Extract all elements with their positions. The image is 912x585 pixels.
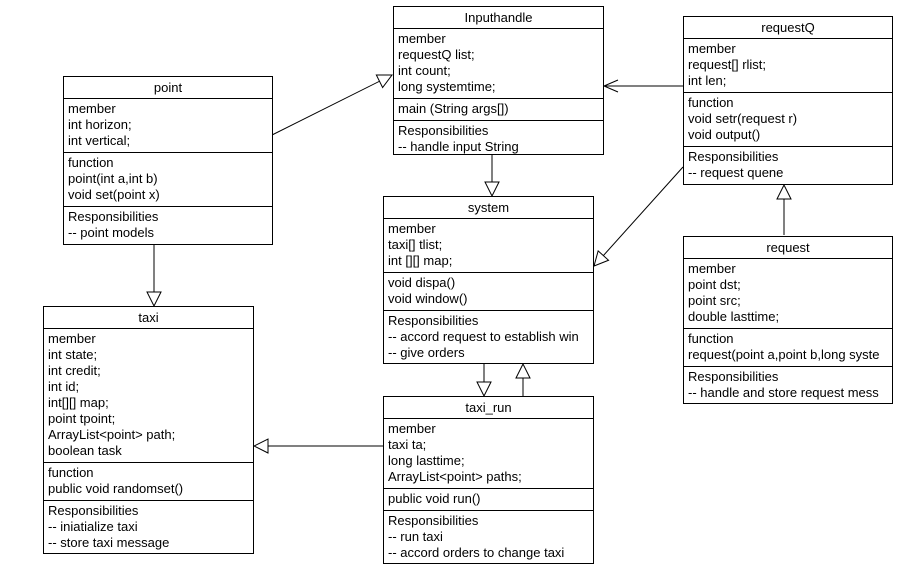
member-line: point dst; — [688, 277, 741, 292]
class-taxi[interactable]: taxi member int state; int credit; int i… — [43, 306, 254, 554]
member-line: point src; — [688, 293, 741, 308]
responsibility-line: -- accord request to establish win — [388, 329, 579, 344]
class-system[interactable]: system member taxi[] tlist; int [][] map… — [383, 196, 594, 364]
members-section: member int horizon; int vertical; — [64, 99, 272, 153]
responsibility-line: Responsibilities — [68, 209, 159, 224]
functions-section: main (String args[]) — [394, 99, 603, 121]
members-section: member int state; int credit; int id; in… — [44, 329, 253, 463]
class-point[interactable]: point member int horizon; int vertical; … — [63, 76, 273, 245]
functions-section: function void setr(request r) void outpu… — [684, 93, 892, 147]
member-line: requestQ list; — [398, 47, 475, 62]
responsibility-line: -- store taxi message — [48, 535, 170, 550]
responsibility-line: Responsibilities — [398, 123, 489, 138]
functions-section: public void run() — [384, 489, 593, 511]
members-section: member requestQ list; int count; long sy… — [394, 29, 603, 99]
responsibility-line: Responsibilities — [388, 313, 479, 328]
members-section: member taxi[] tlist; int [][] map; — [384, 219, 593, 273]
member-line: member — [688, 41, 736, 56]
class-inputhandle[interactable]: Inputhandle member requestQ list; int co… — [393, 6, 604, 155]
members-section: member request[] rlist; int len; — [684, 39, 892, 93]
member-line: int id; — [48, 379, 80, 394]
responsibility-line: Responsibilities — [688, 369, 779, 384]
function-line: point(int a,int b) — [68, 171, 158, 186]
requestq-to-system — [594, 166, 684, 266]
member-line: int[][] map; — [48, 395, 109, 410]
responsibility-line: -- point models — [68, 225, 154, 240]
responsibilities-section: Responsibilities -- point models — [64, 207, 272, 244]
class-title: taxi_run — [384, 397, 593, 419]
function-line: void set(point x) — [68, 187, 160, 202]
functions-section: void dispa() void window() — [384, 273, 593, 311]
class-request[interactable]: request member point dst; point src; dou… — [683, 236, 893, 404]
function-line: main (String args[]) — [398, 101, 509, 116]
responsibility-line: Responsibilities — [388, 513, 479, 528]
member-line: int len; — [688, 73, 727, 88]
responsibility-line: -- handle and store request mess — [688, 385, 879, 400]
function-line: public void randomset() — [48, 481, 184, 496]
point-to-inputhandle — [271, 75, 392, 136]
class-title: requestQ — [684, 17, 892, 39]
function-line: function — [688, 95, 734, 110]
responsibilities-section: Responsibilities -- run taxi -- accord o… — [384, 511, 593, 563]
functions-section: function request(point a,point b,long sy… — [684, 329, 892, 367]
responsibility-line: -- accord orders to change taxi — [388, 545, 565, 560]
member-line: member — [688, 261, 736, 276]
member-line: boolean task — [48, 443, 122, 458]
member-line: int vertical; — [68, 133, 131, 148]
function-line: void output() — [688, 127, 761, 142]
member-line: member — [68, 101, 116, 116]
responsibilities-section: Responsibilities -- request quene — [684, 147, 892, 184]
member-line: double lasttime; — [688, 309, 780, 324]
member-line: point tpoint; — [48, 411, 116, 426]
responsibilities-section: Responsibilities -- handle and store req… — [684, 367, 892, 403]
member-line: member — [398, 31, 446, 46]
member-line: int horizon; — [68, 117, 132, 132]
member-line: taxi ta; — [388, 437, 427, 452]
member-line: ArrayList<point> path; — [48, 427, 176, 442]
responsibilities-section: Responsibilities -- iniatialize taxi -- … — [44, 501, 253, 553]
function-line: function — [48, 465, 94, 480]
function-line: request(point a,point b,long syste — [688, 347, 880, 362]
function-line: function — [68, 155, 114, 170]
member-line: member — [388, 421, 436, 436]
class-taxi-run[interactable]: taxi_run member taxi ta; long lasttime; … — [383, 396, 594, 564]
responsibility-line: -- iniatialize taxi — [48, 519, 138, 534]
function-line: void setr(request r) — [688, 111, 798, 126]
responsibility-line: -- give orders — [388, 345, 465, 360]
member-line: member — [388, 221, 436, 236]
responsibility-line: Responsibilities — [48, 503, 139, 518]
responsibilities-section: Responsibilities -- handle input String — [394, 121, 603, 154]
class-requestq[interactable]: requestQ member request[] rlist; int len… — [683, 16, 893, 185]
functions-section: function point(int a,int b) void set(poi… — [64, 153, 272, 207]
member-line: long systemtime; — [398, 79, 496, 94]
members-section: member taxi ta; long lasttime; ArrayList… — [384, 419, 593, 489]
member-line: long lasttime; — [388, 453, 465, 468]
class-title: Inputhandle — [394, 7, 603, 29]
responsibility-line: Responsibilities — [688, 149, 779, 164]
member-line: int state; — [48, 347, 98, 362]
responsibilities-section: Responsibilities -- accord request to es… — [384, 311, 593, 363]
functions-section: function public void randomset() — [44, 463, 253, 501]
function-line: function — [688, 331, 734, 346]
member-line: request[] rlist; — [688, 57, 767, 72]
member-line: taxi[] tlist; — [388, 237, 443, 252]
member-line: ArrayList<point> paths; — [388, 469, 522, 484]
class-title: request — [684, 237, 892, 259]
member-line: int credit; — [48, 363, 101, 378]
class-title: system — [384, 197, 593, 219]
member-line: int [][] map; — [388, 253, 453, 268]
class-title: point — [64, 77, 272, 99]
responsibility-line: -- handle input String — [398, 139, 519, 154]
members-section: member point dst; point src; double last… — [684, 259, 892, 329]
responsibility-line: -- request quene — [688, 165, 784, 180]
responsibility-line: -- run taxi — [388, 529, 443, 544]
function-line: void window() — [388, 291, 468, 306]
class-title: taxi — [44, 307, 253, 329]
member-line: int count; — [398, 63, 451, 78]
function-line: public void run() — [388, 491, 481, 506]
member-line: member — [48, 331, 96, 346]
function-line: void dispa() — [388, 275, 456, 290]
